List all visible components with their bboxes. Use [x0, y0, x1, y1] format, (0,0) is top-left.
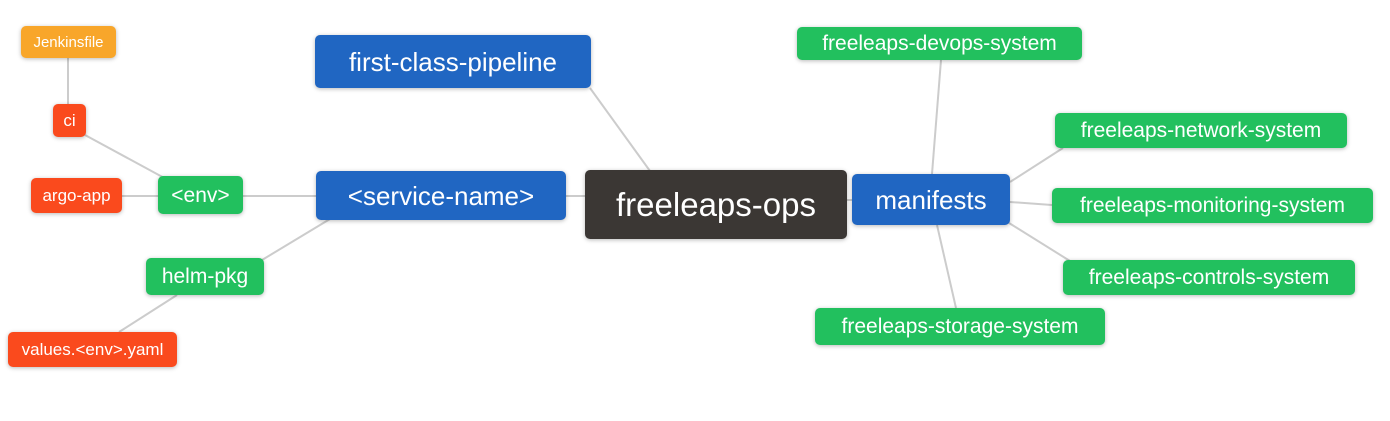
node-freeleaps-monitoring-system[interactable]: freeleaps-monitoring-system [1052, 188, 1373, 223]
edge-service-name--helm-pkg [261, 218, 331, 261]
node-freeleaps-controls-system[interactable]: freeleaps-controls-system [1063, 260, 1355, 295]
node-first-class-pipeline[interactable]: first-class-pipeline [315, 35, 591, 88]
node-ci[interactable]: ci [53, 104, 86, 137]
node-helm-pkg[interactable]: helm-pkg [146, 258, 264, 295]
node-freeleaps-network-system[interactable]: freeleaps-network-system [1055, 113, 1347, 148]
edge-manifests--freeleaps-controls-system [1008, 222, 1071, 262]
edge-manifests--freeleaps-monitoring-system [1009, 201, 1053, 206]
node-argo-app[interactable]: argo-app [31, 178, 122, 213]
edge-first-class-pipeline--freeleaps-ops [589, 87, 651, 172]
node-jenkinsfile[interactable]: Jenkinsfile [21, 26, 116, 58]
node-freeleaps-storage-system[interactable]: freeleaps-storage-system [815, 308, 1105, 345]
node-manifests[interactable]: manifests [852, 174, 1010, 225]
edge-helm-pkg--values-env-yaml [118, 294, 178, 333]
node-freeleaps-devops-system[interactable]: freeleaps-devops-system [797, 27, 1082, 60]
node-service-name[interactable]: <service-name> [316, 171, 566, 220]
edge-manifests--freeleaps-devops-system [931, 59, 942, 175]
node-freeleaps-ops[interactable]: freeleaps-ops [585, 170, 847, 239]
node-env[interactable]: <env> [158, 176, 243, 214]
edge-ci--env [84, 134, 169, 181]
edge-manifests--freeleaps-network-system [1009, 147, 1064, 183]
edge-manifests--freeleaps-storage-system [936, 224, 957, 309]
node-values-env-yaml[interactable]: values.<env>.yaml [8, 332, 177, 367]
